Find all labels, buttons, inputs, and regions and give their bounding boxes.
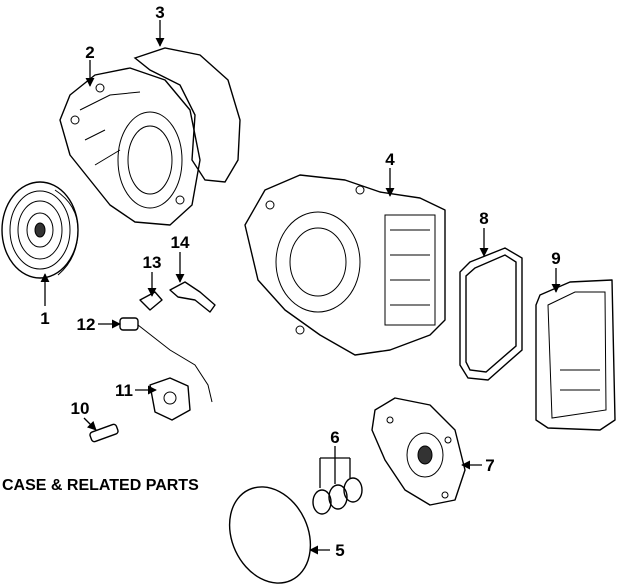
callout-9: 9 <box>551 249 560 268</box>
torque-converter[interactable] <box>1 181 79 279</box>
callout-5: 5 <box>335 541 344 560</box>
bracket-13[interactable] <box>139 291 163 311</box>
side-cover[interactable] <box>371 397 466 506</box>
callout-4: 4 <box>385 150 395 169</box>
shift-lever[interactable] <box>169 281 216 313</box>
callout-8: 8 <box>479 209 488 228</box>
callout-2: 2 <box>85 43 94 62</box>
o-ring[interactable] <box>214 474 325 586</box>
callout-6: 6 <box>330 428 339 447</box>
callout-3: 3 <box>155 3 164 22</box>
leader-6 <box>319 446 351 488</box>
callout-10: 10 <box>71 399 90 418</box>
plug-10[interactable] <box>89 423 119 443</box>
oil-pan[interactable] <box>535 279 616 431</box>
callout-7: 7 <box>485 456 494 475</box>
callout-11: 11 <box>115 381 133 400</box>
oil-pan-gasket[interactable] <box>459 247 523 381</box>
callout-1: 1 <box>40 309 49 328</box>
transaxle-case[interactable] <box>244 174 446 356</box>
diagram-title: CASE & RELATED PARTS <box>2 477 199 494</box>
solenoid-11[interactable] <box>149 377 191 421</box>
seal-rings[interactable] <box>312 477 363 515</box>
callout-13: 13 <box>143 253 162 272</box>
callout-12: 12 <box>77 315 96 334</box>
callout-14: 14 <box>171 233 190 252</box>
leader-10 <box>83 417 97 431</box>
converter-housing[interactable] <box>59 67 201 226</box>
housing-gasket[interactable] <box>133 47 241 183</box>
